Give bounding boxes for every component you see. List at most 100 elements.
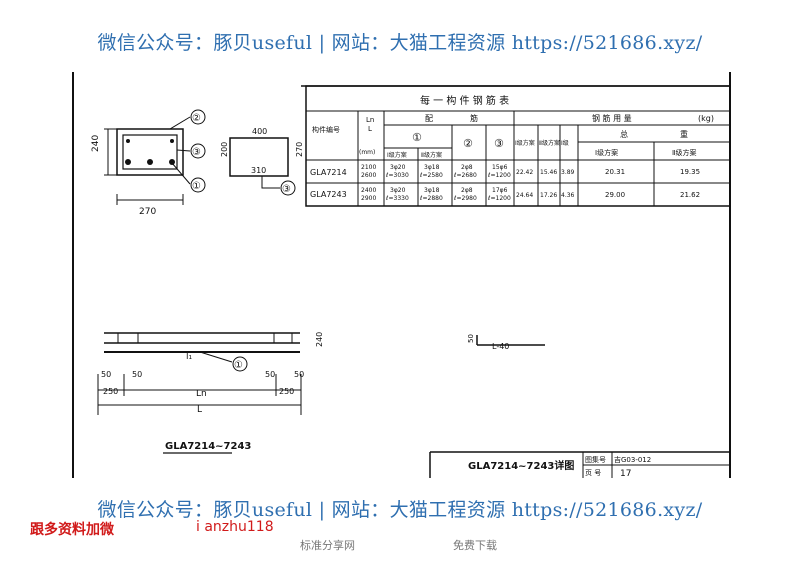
cell-bar1-g1: 3φ20 bbox=[390, 164, 406, 171]
header-l: L bbox=[368, 125, 372, 133]
header-config: 配 bbox=[425, 114, 433, 123]
dim-50: 50 bbox=[101, 370, 111, 379]
callout-circle bbox=[280, 180, 296, 196]
cell-use-g1: 24.64 bbox=[516, 192, 533, 199]
cell-ln: 2400 bbox=[361, 187, 376, 194]
header-member-id: 构件编号 bbox=[312, 125, 340, 134]
callout-circle bbox=[190, 109, 206, 125]
dim-l: L bbox=[197, 405, 202, 415]
atlas-value: 吉G03-012 bbox=[614, 456, 651, 464]
header-total-g1: Ⅰ级方案 bbox=[595, 148, 618, 157]
dim-50: 50 bbox=[294, 370, 304, 379]
beam-elevation: 240 l₁ ① 50 50 50 50 250 250 Ln L bbox=[97, 332, 324, 415]
cell-use-g2: 17.26 bbox=[540, 192, 557, 199]
cell-bar3: 17φ6 bbox=[492, 187, 508, 194]
cell-total-g2: 21.62 bbox=[680, 191, 700, 199]
drawing-title: GLA7214~7243 bbox=[165, 441, 251, 452]
header-weight: 重 bbox=[680, 129, 688, 139]
section-width-dim: 270 bbox=[139, 207, 156, 217]
stirrup-shape bbox=[229, 137, 289, 177]
cell-bar1-g2-len: ℓ=2880 bbox=[419, 195, 443, 202]
table-row: GLA7214 2100 2600 3φ20 ℓ=3030 3φ18 ℓ=258… bbox=[310, 164, 700, 179]
page-value: 17 bbox=[620, 469, 631, 479]
promo-contact-id: i anzhu118 bbox=[196, 519, 274, 535]
cell-bar2: 2φ8 bbox=[461, 187, 473, 194]
callout-3: ③ bbox=[192, 147, 201, 158]
table-outline bbox=[305, 85, 731, 207]
title-block-name: GLA7214~7243详图 bbox=[468, 459, 574, 472]
cell-bar1-g2: 3φ18 bbox=[424, 164, 440, 171]
table-row: GLA7243 2400 2900 3φ20 ℓ=3330 3φ18 ℓ=288… bbox=[310, 187, 700, 202]
header-grade2-b: Ⅱ级方案 bbox=[539, 139, 560, 147]
cell-l: 2600 bbox=[361, 172, 376, 179]
section-height-dim: 240 bbox=[91, 135, 101, 152]
callout-circle bbox=[232, 356, 248, 372]
cell-bar1-g1-len: ℓ=3030 bbox=[385, 172, 409, 179]
table-title: 每 一 构 件 钢 筋 表 bbox=[420, 94, 509, 107]
cell-bar2: 2φ8 bbox=[461, 164, 473, 171]
cell-bar3: 15φ6 bbox=[492, 164, 508, 171]
header-total-g2: Ⅱ级方案 bbox=[672, 148, 696, 157]
elevation-depth-dim: 240 bbox=[315, 332, 324, 347]
header-ln: Ln bbox=[366, 116, 374, 124]
rebar-schedule-table: 每 一 构 件 钢 筋 表 构件编号 Ln L (mm) 配 筋 钢 筋 用 量… bbox=[305, 85, 731, 207]
hook-top-dim: 400 bbox=[252, 127, 267, 136]
hook-left-dim: 200 bbox=[220, 142, 229, 157]
watermark-top: 微信公众号：豚贝useful | 网站：大猫工程资源 https://52168… bbox=[97, 32, 703, 54]
callout-1: ① bbox=[192, 181, 201, 192]
header-bar-2: ② bbox=[463, 137, 473, 150]
bar-end-dim: 50 bbox=[467, 334, 475, 343]
cell-bar3-len: ℓ=1200 bbox=[487, 172, 511, 179]
cell-total-g2: 19.35 bbox=[680, 168, 700, 176]
rebar-dot bbox=[169, 159, 175, 165]
callout-circle bbox=[190, 177, 206, 193]
header-total: 总 bbox=[620, 129, 628, 139]
rebar-dot bbox=[126, 139, 130, 143]
footer-link-share[interactable]: 标准分享网 bbox=[300, 539, 355, 552]
cell-bar1-g2: 3φ18 bbox=[424, 187, 440, 194]
footer-link-download[interactable]: 免费下载 bbox=[453, 539, 497, 552]
cell-use-g1b: 3.89 bbox=[561, 169, 575, 176]
cell-bar1-g1: 3φ20 bbox=[390, 187, 406, 194]
hook-callout-3: ③ bbox=[282, 184, 291, 195]
section-outline bbox=[116, 128, 184, 176]
cell-bar1-g2-len: ℓ=2580 bbox=[419, 172, 443, 179]
header-bar-3: ③ bbox=[494, 137, 504, 150]
dim-250-right: 250 bbox=[279, 387, 294, 396]
dim-ln: Ln bbox=[196, 389, 207, 399]
cell-total-g1: 20.31 bbox=[605, 168, 625, 176]
dim-50: 50 bbox=[265, 370, 275, 379]
stirrup-outline bbox=[122, 134, 178, 170]
elevation-callout-1: ① bbox=[234, 360, 243, 371]
cell-member: GLA7214 bbox=[310, 168, 347, 177]
hook-bottom-dim: 310 bbox=[251, 166, 266, 175]
cell-bar3-len: ℓ=1200 bbox=[487, 195, 511, 202]
cell-bar1-g1-len: ℓ=3330 bbox=[385, 195, 409, 202]
header-grade1-b: Ⅰ级方案 bbox=[515, 139, 535, 147]
title-block: GLA7214~7243详图 图集号 吉G03-012 页 号 17 bbox=[429, 451, 730, 479]
header-usage: 钢 筋 用 量 bbox=[592, 113, 632, 123]
beam-cross-section: 240 270 ② ③ ① bbox=[91, 109, 206, 217]
elevation-bar-label: l₁ bbox=[186, 352, 193, 362]
cell-use-g2: 15.46 bbox=[540, 169, 557, 176]
rebar-dot bbox=[125, 159, 131, 165]
bar-end-detail: 50 L-40 bbox=[467, 334, 545, 351]
header-kg: (kg) bbox=[698, 114, 714, 123]
callout-circle bbox=[190, 143, 206, 159]
promo-contact-label: 跟多资料加微 bbox=[30, 522, 114, 538]
header-grade1-a: Ⅰ级方案 bbox=[387, 151, 407, 159]
cell-bar2-len: ℓ=2680 bbox=[453, 172, 477, 179]
dim-50: 50 bbox=[132, 370, 142, 379]
header-rebar: 筋 bbox=[470, 113, 478, 123]
hook-right-dim: 270 bbox=[295, 142, 304, 157]
stirrup-shape-detail: 400 200 270 310 ③ bbox=[220, 127, 304, 196]
header-grade1-c: Ⅰ级 bbox=[561, 139, 569, 147]
header-mm: (mm) bbox=[359, 149, 375, 156]
cell-use-g1b: 4.36 bbox=[561, 192, 575, 199]
watermark-bottom: 微信公众号：豚贝useful | 网站：大猫工程资源 https://52168… bbox=[97, 499, 703, 521]
header-grade2-a: Ⅱ级方案 bbox=[421, 151, 442, 159]
rebar-dot bbox=[147, 159, 153, 165]
bar-end-label: L-40 bbox=[492, 342, 509, 351]
atlas-label: 图集号 bbox=[585, 455, 606, 464]
